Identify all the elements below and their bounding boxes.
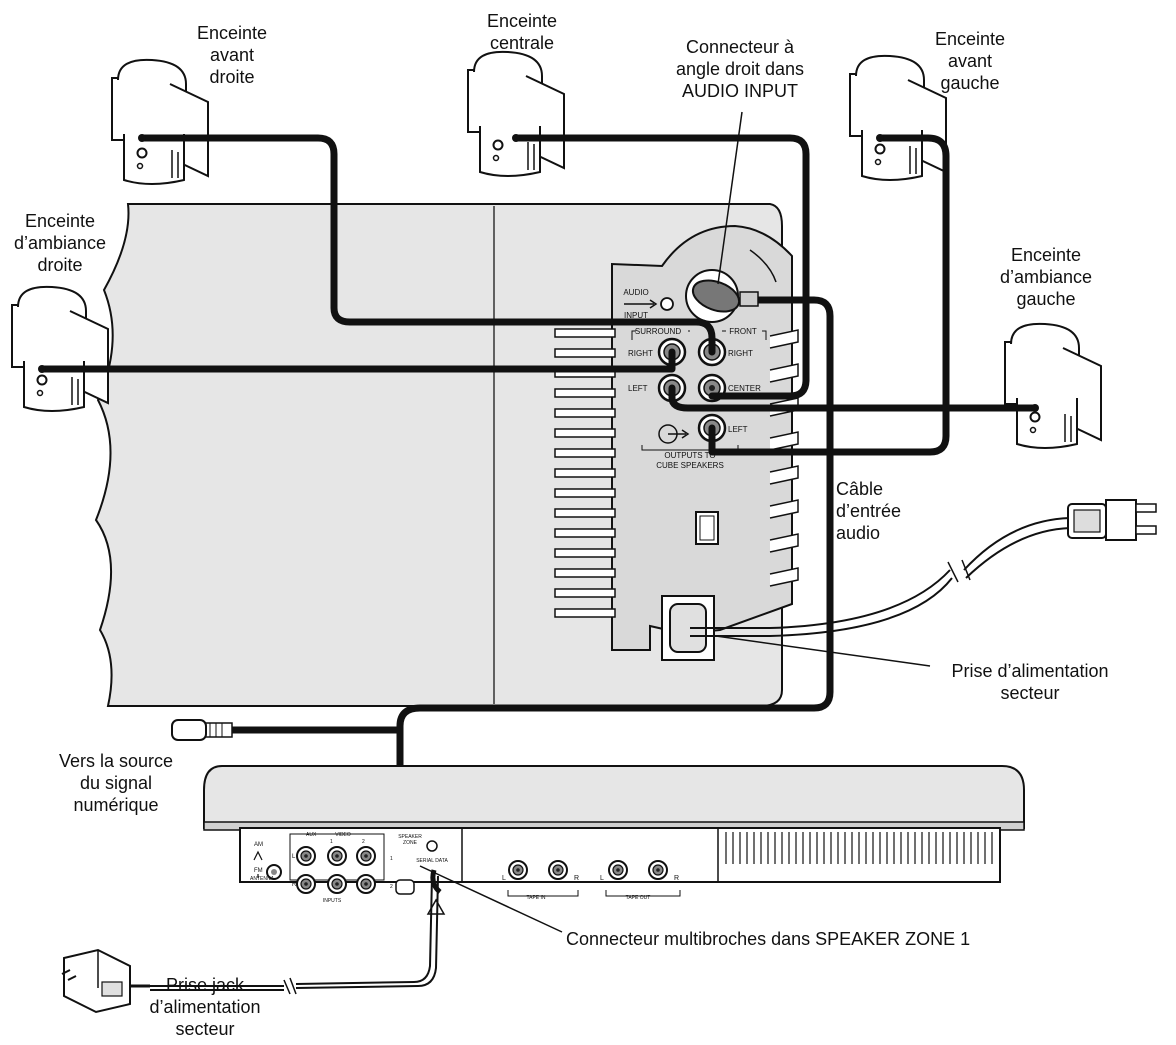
- bass-module: AUDIO INPUT SURROUND FRONT RIGHT RIGHT L…: [94, 203, 799, 707]
- label-right-angle-connector: Connecteur à angle droit dans AUDIO INPU…: [675, 37, 805, 101]
- input-label: INPUT: [624, 311, 648, 320]
- right-fins: [769, 329, 799, 587]
- fm-label: FM: [254, 868, 263, 874]
- label-front-left: Enceinte avant gauche: [934, 29, 1006, 93]
- input-r-label: R: [292, 882, 297, 888]
- cable-surround-left: [668, 384, 1039, 412]
- tape-in-r-label: R: [574, 875, 579, 882]
- audio-input-jack[interactable]: [660, 297, 674, 311]
- surround-left-label: LEFT: [628, 384, 648, 393]
- video1-r-jack[interactable]: [327, 874, 347, 894]
- surround-left-speaker: [1004, 322, 1102, 449]
- outputs-to-label: OUTPUTS TO: [664, 451, 715, 460]
- tape-out-r-label: R: [674, 875, 679, 882]
- label-center: Enceinte centrale: [486, 11, 558, 53]
- audio-label: AUDIO: [623, 288, 648, 297]
- video1-l-jack[interactable]: [327, 846, 347, 866]
- tape-out-label: TAPE OUT: [626, 895, 651, 901]
- center-speaker: [467, 50, 565, 178]
- power-adapter: [61, 869, 442, 1014]
- surround-right-label: RIGHT: [628, 349, 653, 358]
- zone-1-label: 1: [390, 856, 393, 862]
- ac-plug: [1067, 499, 1157, 541]
- aux-l-jack[interactable]: [296, 846, 316, 866]
- tape-out-l-jack[interactable]: [608, 860, 628, 880]
- cable-audio-input: [396, 296, 834, 862]
- cable-surround-right: [38, 348, 676, 373]
- front-left-label: LEFT: [728, 425, 748, 434]
- power-switch[interactable]: [695, 511, 719, 545]
- tape-in-l-label: L: [502, 875, 506, 882]
- label-surround-right: Enceinte d’ambiance droite: [13, 211, 107, 275]
- speaker-cables: [38, 134, 1039, 862]
- serial-data-jack[interactable]: [426, 840, 438, 852]
- serial-data-label: SERIAL DATA: [416, 858, 448, 864]
- console-vents: [725, 832, 993, 864]
- tape-in-l-jack[interactable]: [508, 860, 528, 880]
- aux-label: AUX: [306, 832, 317, 838]
- surround-right-speaker: [11, 285, 109, 412]
- cable-center: [512, 134, 810, 400]
- front-right-label: RIGHT: [728, 349, 753, 358]
- am-label: AM: [254, 842, 263, 848]
- center-label: CENTER: [728, 384, 761, 393]
- leader-lines: [419, 111, 931, 933]
- video-label: VIDEO: [335, 832, 351, 838]
- right-angle-plug: [691, 279, 759, 313]
- video2-r-jack[interactable]: [356, 874, 376, 894]
- adapter-cable: [150, 875, 433, 987]
- label-front-right: Enceinte avant droite: [196, 23, 268, 87]
- label-surround-left: Enceinte d’ambiance gauche: [999, 245, 1093, 309]
- tape-out-r-jack[interactable]: [648, 860, 668, 880]
- front-label: FRONT: [729, 327, 757, 336]
- input-l-label: L: [292, 854, 296, 860]
- video-1-label: 1: [330, 839, 333, 845]
- tape-in-label: TAPE IN: [526, 895, 545, 901]
- label-power-jack: Prise jack d’alimentation secteur: [149, 975, 261, 1039]
- tape-out-l-label: L: [600, 875, 604, 882]
- tape-in-r-jack[interactable]: [548, 860, 568, 880]
- cooling-fins: [554, 328, 616, 618]
- zone-2-label: 2: [390, 884, 393, 890]
- zone-label: ZONE: [403, 840, 418, 846]
- digital-cable: [171, 719, 400, 741]
- label-digital-source: Vers la source du signal numérique: [58, 751, 174, 815]
- label-audio-input-cable: Câble d’entrée audio: [836, 479, 902, 543]
- power-cable: [690, 517, 1071, 637]
- cable-front-left: [708, 134, 950, 456]
- antenna-label: ANTENNA: [250, 876, 275, 882]
- cable-front-right: [138, 134, 716, 356]
- inputs-label: INPUTS: [323, 898, 342, 904]
- media-center-console: AM FM ANTENNA AUX VIDEO 1 2 L R INPUTS S…: [203, 765, 1025, 915]
- label-multipin-connector: Connecteur multibroches dans SPEAKER ZON…: [566, 929, 971, 949]
- surround-label: SURROUND: [635, 327, 681, 336]
- video2-l-jack[interactable]: [356, 846, 376, 866]
- aux-r-jack[interactable]: [296, 874, 316, 894]
- speaker-label: SPEAKER: [398, 834, 422, 840]
- cube-speakers-label: CUBE SPEAKERS: [656, 461, 724, 470]
- video-2-label: 2: [362, 839, 365, 845]
- label-ac-outlet: Prise d’alimentation secteur: [951, 661, 1109, 703]
- zone2-connector[interactable]: [395, 879, 415, 895]
